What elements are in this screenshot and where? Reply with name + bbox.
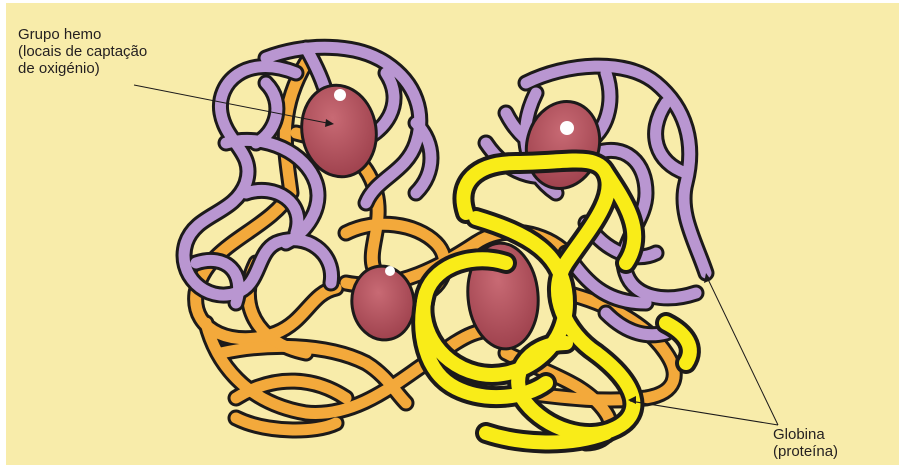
globin-label-line1: Globina (773, 426, 838, 443)
heme-group-label-line3: de oxigénio) (18, 60, 147, 77)
alpha-globin-chain-left (184, 47, 431, 303)
globin-label-line2: (proteína) (773, 443, 838, 460)
heme-group-label: Grupo hemo (locais de captação de oxigén… (18, 26, 147, 77)
heme-group-label-line1: Grupo hemo (18, 26, 147, 43)
hemoglobin-diagram: Grupo hemo (locais de captação de oxigén… (6, 3, 899, 465)
globin-leader-line-yellow (630, 401, 778, 425)
globin-leader-line-purple (706, 275, 778, 425)
heme-group-label-line2: (locais de captação (18, 43, 147, 60)
globin-label: Globina (proteína) (773, 426, 838, 460)
